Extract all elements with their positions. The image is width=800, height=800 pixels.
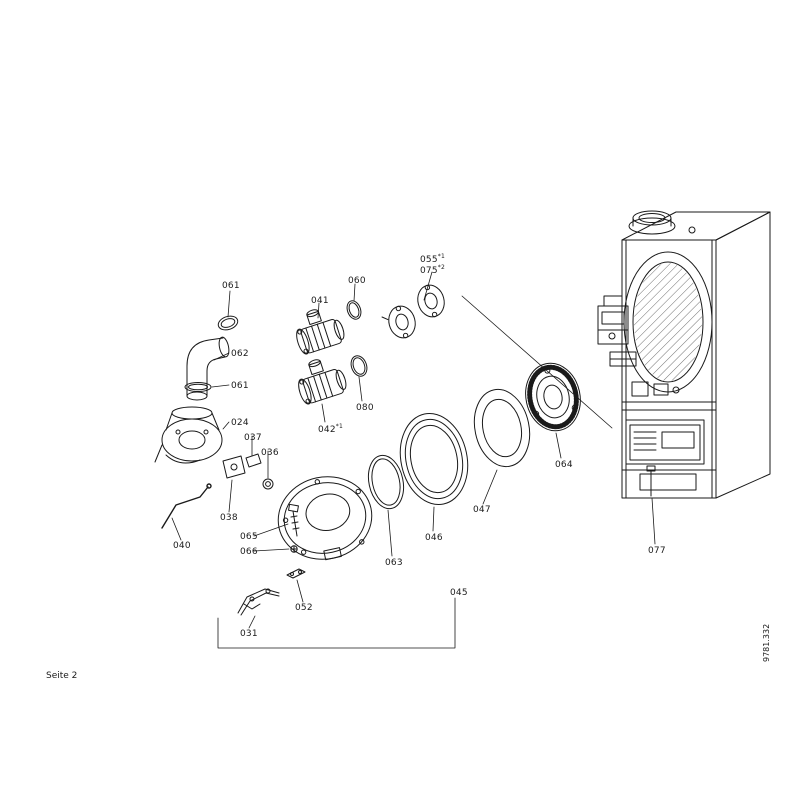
valve-041 xyxy=(296,309,345,355)
burner-door-plate xyxy=(277,476,373,561)
part-label-045: 045 xyxy=(450,588,468,598)
rod-040 xyxy=(161,483,212,529)
part-label-041: 041 xyxy=(311,296,329,306)
flue-collar xyxy=(628,210,676,235)
o-ring-060 xyxy=(346,300,362,320)
o-ring-080 xyxy=(350,355,368,377)
clip-052 xyxy=(286,568,306,579)
plate-038 xyxy=(222,455,246,479)
part-label-024: 024 xyxy=(231,418,249,428)
part-label-064: 064 xyxy=(555,460,573,470)
part-label-063: 063 xyxy=(385,558,403,568)
document-number: 9781.332 xyxy=(762,623,771,662)
part-label-047: 047 xyxy=(473,505,491,515)
part-label-052: 052 xyxy=(295,603,313,613)
part-label-031: 031 xyxy=(240,629,258,639)
boiler-unit xyxy=(597,210,771,499)
screw-066 xyxy=(290,545,298,553)
part-label-065: 065 xyxy=(240,532,258,542)
flange-064 xyxy=(525,362,581,432)
bracket-031 xyxy=(237,588,280,616)
mid-band xyxy=(621,381,717,411)
part-label-036: 036 xyxy=(261,448,279,458)
washer-036 xyxy=(262,478,274,490)
leader-lines xyxy=(171,271,656,649)
part-label-080: 080 xyxy=(356,403,374,413)
strip-037 xyxy=(245,453,262,468)
part-label-061: 061 xyxy=(222,281,240,291)
gasket-ring-047 xyxy=(473,388,531,468)
part-label-075: 075*2 xyxy=(420,264,445,277)
part-label-077: 077 xyxy=(648,546,666,556)
clamp-ring-061 xyxy=(217,315,239,331)
bolt-065 xyxy=(288,503,300,537)
insulation-ring-046 xyxy=(399,412,469,506)
control-panel xyxy=(625,419,705,465)
part-label-040: 040 xyxy=(173,541,191,551)
gas-valve-box xyxy=(597,295,637,367)
part-label-042: 042*1 xyxy=(318,423,343,436)
page-footer: Seite 2 xyxy=(46,671,78,681)
clamp-half-055 xyxy=(417,284,445,318)
valve-042 xyxy=(298,359,347,405)
clamp-half-075 xyxy=(381,305,416,339)
ring-063 xyxy=(367,454,405,510)
bolt-077 xyxy=(646,465,656,497)
part-label-066: 066 xyxy=(240,547,258,557)
part-label-038: 038 xyxy=(220,513,238,523)
gasket-ring-061 xyxy=(184,382,212,392)
heat-exchanger-opening xyxy=(623,251,713,393)
part-label-060: 060 xyxy=(348,276,366,286)
part-label-037: 037 xyxy=(244,433,262,443)
part-label-061: 061 xyxy=(231,381,249,391)
elbow-pipe-062 xyxy=(186,336,230,401)
fan-housing-024 xyxy=(154,406,223,464)
part-label-062: 062 xyxy=(231,349,249,359)
part-label-046: 046 xyxy=(425,533,443,543)
part-label-055: 055*1 xyxy=(420,253,445,266)
